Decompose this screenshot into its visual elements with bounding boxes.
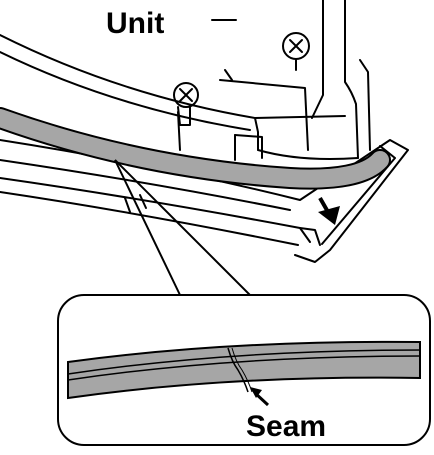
seam-label: Seam — [246, 410, 327, 443]
unit-label: Unit — [106, 7, 165, 40]
screw-icon — [173, 82, 199, 126]
tray-frame — [0, 139, 409, 263]
seam-zoom-callout — [57, 294, 431, 446]
gasket-strip — [0, 107, 391, 190]
seam-arrow-icon — [250, 387, 270, 407]
callout-leaders — [114, 159, 256, 301]
insert-arrow-icon — [318, 197, 340, 225]
screw-icon — [282, 32, 310, 71]
